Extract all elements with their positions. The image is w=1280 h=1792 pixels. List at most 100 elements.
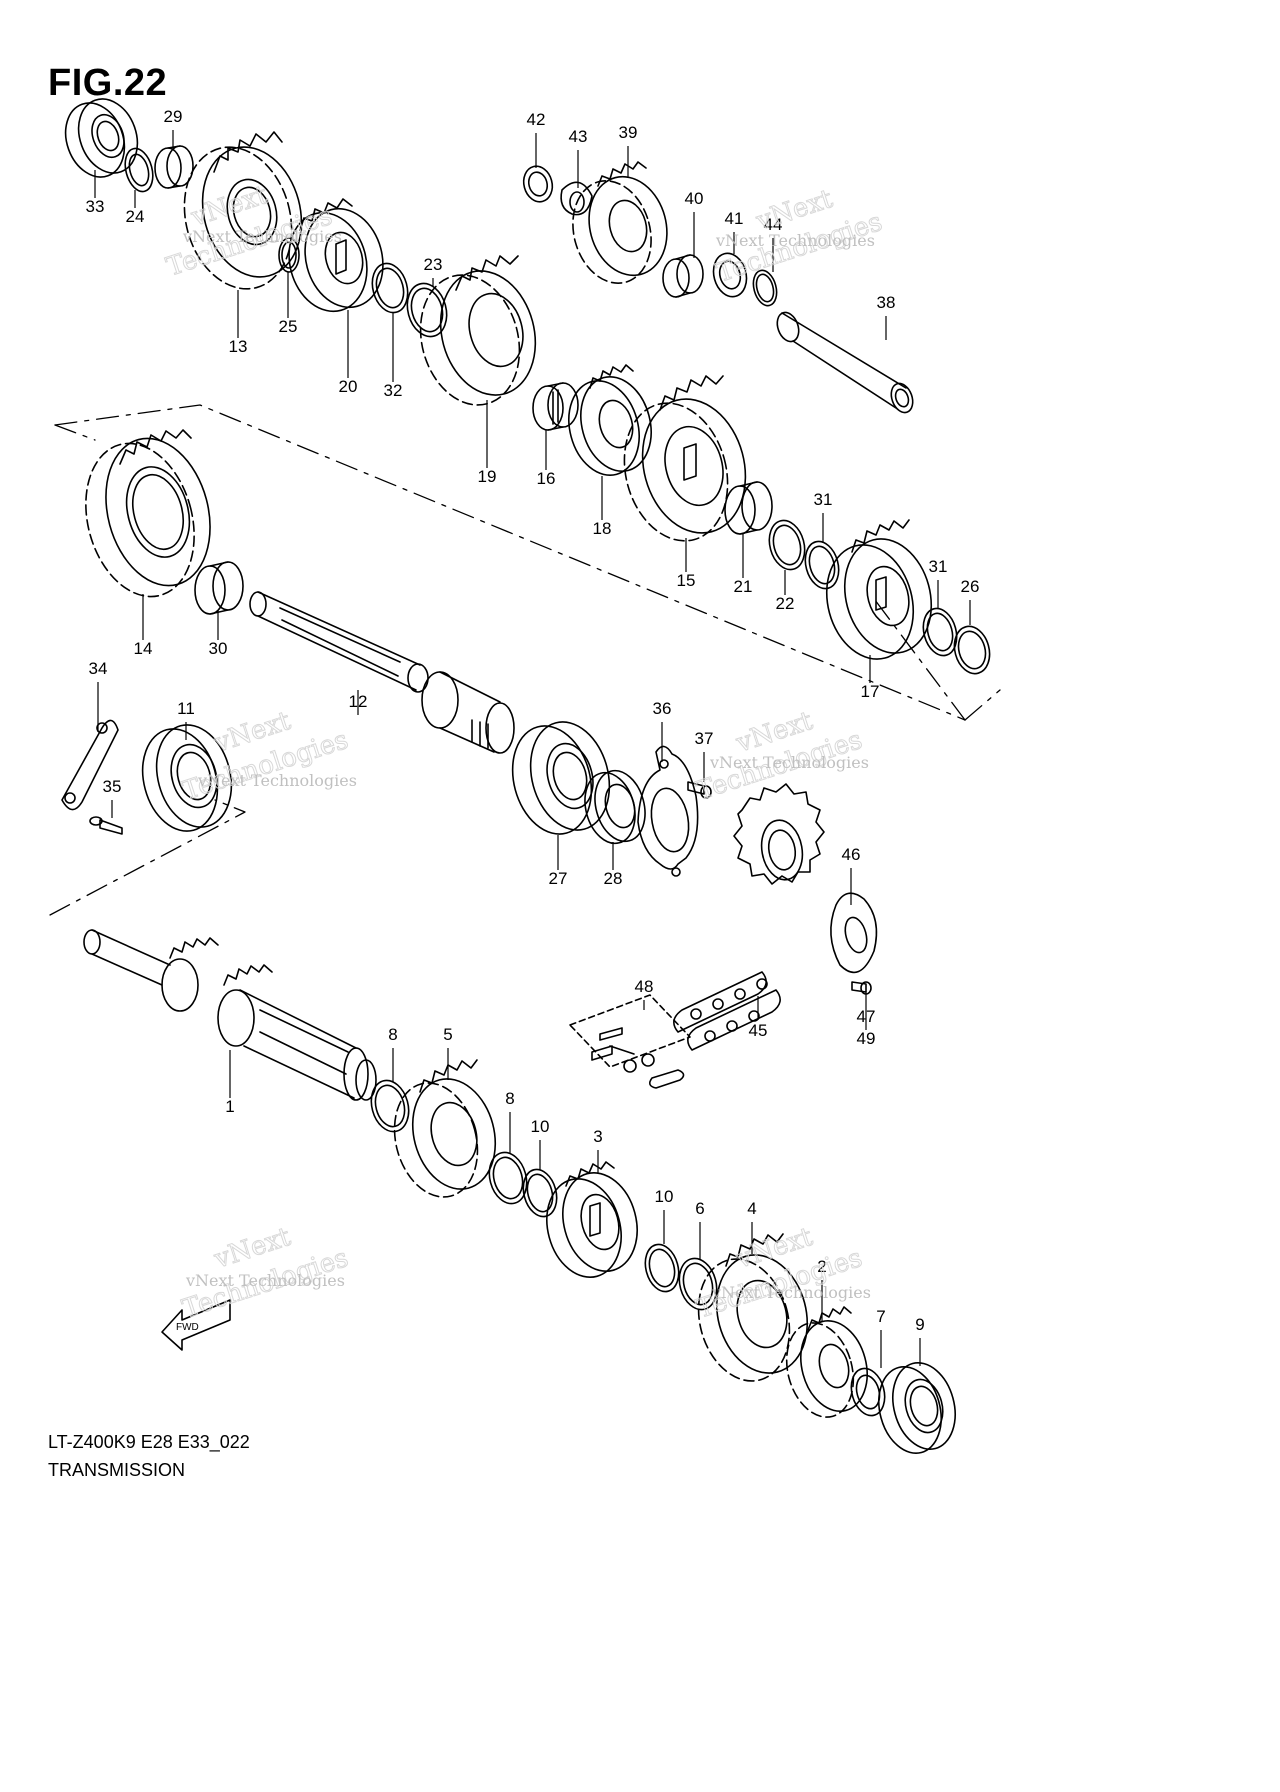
callout-29: 29: [164, 107, 183, 126]
part-5-gear: [393, 1059, 497, 1198]
callout-3: 3: [593, 1127, 602, 1146]
callout-41: 41: [725, 209, 744, 228]
callout-40: 40: [685, 189, 704, 208]
callout-45: 45: [749, 1021, 768, 1040]
part-7-washer: [850, 1367, 886, 1417]
callout-14: 14: [134, 639, 153, 658]
section-name: TRANSMISSION: [48, 1460, 186, 1480]
part-21-bushing: [724, 481, 773, 535]
watermarks: vNext Technologies vNext Technologies vN…: [162, 179, 886, 1325]
part-44-circlip: [752, 269, 778, 307]
leader-lines: [94, 130, 971, 1368]
callout-10: 10: [655, 1187, 674, 1206]
callout-7: 7: [876, 1307, 885, 1326]
part-9-bearing: [878, 1361, 956, 1455]
watermark-small: vNext Technologies: [715, 231, 875, 250]
part-46-plate: [830, 892, 878, 974]
part-28-oil-seal: [584, 769, 646, 845]
callout-25: 25: [279, 317, 298, 336]
part-36-gasket: [637, 745, 699, 877]
callout-36: 36: [653, 699, 672, 718]
callout-18: 18: [593, 519, 612, 538]
part-8-washer-a: [370, 1079, 410, 1133]
part-33-bearing: [64, 98, 139, 178]
callout-6: 6: [695, 1199, 704, 1218]
watermark-small: vNext Technologies: [185, 1271, 345, 1290]
callout-5: 5: [443, 1025, 452, 1044]
part-12-countershaft: [249, 591, 515, 754]
watermark-small: vNext Technologies: [709, 753, 869, 772]
callout-43: 43: [569, 127, 588, 146]
callout-32: 32: [384, 381, 403, 400]
part-14-gear: [85, 429, 211, 598]
callout-47: 47: [857, 1007, 876, 1026]
part-3-gear: [546, 1161, 638, 1278]
callout-8: 8: [388, 1025, 397, 1044]
callout-27: 27: [549, 869, 568, 888]
callout-37: 37: [695, 729, 714, 748]
callout-4: 4: [747, 1199, 756, 1218]
callout-16: 16: [537, 469, 556, 488]
part-16-bushing: [532, 382, 579, 431]
callout-21: 21: [734, 577, 753, 596]
assembly-boundary-lines: [49, 404, 1001, 916]
watermark-small: vNext Technologies: [197, 771, 357, 790]
part-40-bushing: [662, 254, 704, 298]
callout-22: 22: [776, 594, 795, 613]
part-29-bushing: [154, 145, 194, 189]
part-23-washer: [406, 282, 448, 338]
watermark-small: vNext Technologies: [711, 1283, 871, 1302]
watermark-small: vNext Technologies: [182, 227, 342, 246]
callout-13: 13: [229, 337, 248, 356]
callout-31: 31: [814, 490, 833, 509]
part-1-driveshaft: [83, 929, 377, 1101]
callout-17: 17: [861, 682, 880, 701]
callout-20: 20: [339, 377, 358, 396]
part-13-gear: [183, 131, 303, 290]
callout-49: 49: [857, 1029, 876, 1048]
part-42-washer: [522, 165, 554, 203]
part-24-washer: [124, 147, 154, 193]
callout-24: 24: [126, 207, 145, 226]
callout-42: 42: [527, 110, 546, 129]
callout-11: 11: [177, 699, 195, 718]
callout-10: 10: [531, 1117, 550, 1136]
callout-35: 35: [103, 777, 122, 796]
part-15-gear: [623, 375, 747, 542]
part-22-washer: [768, 519, 806, 571]
fwd-arrow-icon: [161, 1299, 231, 1351]
part-32-circlip: [371, 262, 409, 314]
part-17-gear: [825, 519, 933, 660]
callout-26: 26: [961, 577, 980, 596]
figure-title: FIG.22: [48, 62, 168, 104]
part-26-washer: [953, 625, 991, 675]
part-25-circlip: [278, 237, 300, 273]
callout-28: 28: [604, 869, 623, 888]
callout-38: 38: [877, 293, 896, 312]
part-4-gear: [697, 1233, 809, 1382]
callout-39: 39: [619, 123, 638, 142]
part-45-sprocket: [733, 783, 825, 885]
callout-34: 34: [89, 659, 108, 678]
part-49-bolt: [851, 981, 872, 995]
callout-8: 8: [505, 1089, 514, 1108]
part-34-plate: [61, 719, 119, 811]
part-37-bolt: [687, 781, 712, 799]
callout-12: 12: [349, 692, 368, 711]
part-11-oil-seal: [141, 724, 233, 832]
part-47-chain: [673, 971, 781, 1051]
callout-44: 44: [764, 215, 783, 234]
callout-1: 1: [225, 1097, 234, 1116]
callout-33: 33: [86, 197, 105, 216]
part-19-gear: [419, 255, 537, 406]
part-39-gear: [572, 161, 668, 284]
part-2-gear: [785, 1306, 868, 1418]
part-30-bushing: [194, 561, 244, 615]
part-48-joint-kit: [569, 994, 691, 1089]
part-35-screw: [89, 816, 123, 835]
callout-19: 19: [478, 467, 497, 486]
part-31-circlip-b: [922, 607, 958, 657]
callout-15: 15: [677, 571, 696, 590]
